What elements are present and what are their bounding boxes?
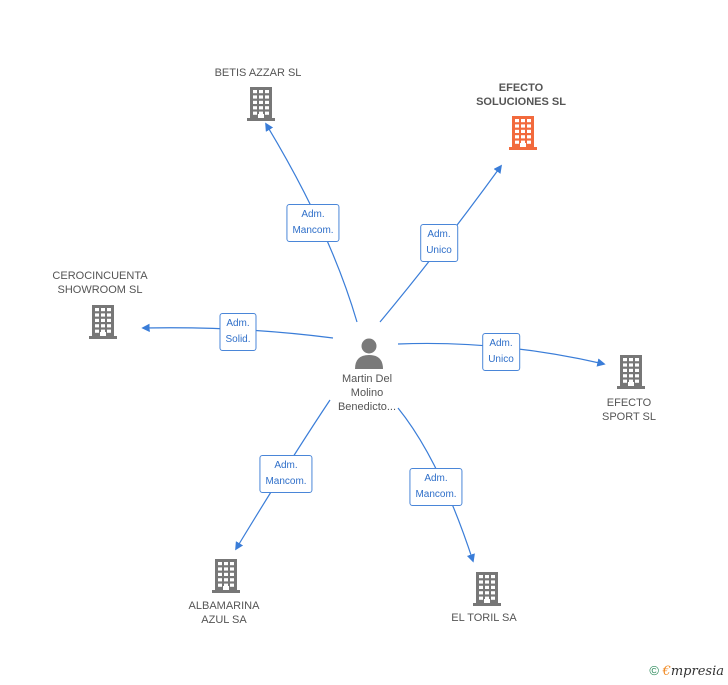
relation-label-line: Adm. <box>424 473 448 484</box>
company-name-line: EL TORIL SA <box>451 612 517 624</box>
relation-label-line: Mancom. <box>415 489 457 500</box>
relation-label-line: Unico <box>488 354 514 365</box>
person-name-line: Martin Del <box>341 373 393 385</box>
company-name-cerocincuenta[interactable]: CEROCINCUENTA SHOWROOM SL <box>52 269 147 297</box>
relation-label-line: Adm. <box>226 318 250 329</box>
company-name-line: SOLUCIONES SL <box>476 96 566 108</box>
company-name-line: ALBAMARINA <box>188 600 260 612</box>
company-name-line: AZUL SA <box>201 614 247 626</box>
company-name-line: CEROCINCUENTA <box>52 270 148 282</box>
relation-label-efecto_sport[interactable]: Adm. Unico <box>482 333 520 371</box>
person-name-line: Molino <box>350 387 384 399</box>
relation-label-line: Mancom. <box>265 476 307 487</box>
company-name-albamarina[interactable]: ALBAMARINA AZUL SA <box>189 599 260 627</box>
relation-label-line: Adm. <box>301 209 325 220</box>
person-name-line: Benedicto... <box>337 401 397 413</box>
building-icon-efecto_soluciones[interactable] <box>509 116 537 150</box>
relation-label-line: Adm. <box>489 338 513 349</box>
relation-label-efecto_soluciones[interactable]: Adm. Unico <box>420 224 458 262</box>
empresia-logo: €mpresia <box>662 664 724 679</box>
company-name-efecto_soluciones[interactable]: EFECTO SOLUCIONES SL <box>476 81 566 109</box>
building-icon-el_toril[interactable] <box>473 572 501 606</box>
company-name-line: BETIS AZZAR SL <box>214 67 302 79</box>
building-icon-cerocincuenta[interactable] <box>89 305 117 339</box>
company-name-betis[interactable]: BETIS AZZAR SL <box>215 66 302 80</box>
company-name-line: EFECTO <box>498 82 544 94</box>
company-name-efecto_sport[interactable]: EFECTO SPORT SL <box>602 396 656 424</box>
relation-label-line: Adm. <box>274 460 298 471</box>
relation-label-line: Mancom. <box>292 225 334 236</box>
relation-label-albamarina[interactable]: Adm. Mancom. <box>259 455 313 493</box>
copyright-symbol: © <box>649 663 659 678</box>
relation-label-line: Adm. <box>427 229 451 240</box>
company-name-line: SHOWROOM SL <box>57 284 143 296</box>
building-icon-betis[interactable] <box>247 87 275 121</box>
relation-label-cerocincuenta[interactable]: Adm. Solid. <box>219 313 257 351</box>
building-icon-albamarina[interactable] <box>212 559 240 593</box>
company-name-line: SPORT SL <box>601 411 657 423</box>
company-name-el_toril[interactable]: EL TORIL SA <box>451 611 516 625</box>
relation-label-line: Unico <box>426 245 452 256</box>
company-name-line: EFECTO <box>606 397 652 409</box>
relation-label-line: Solid. <box>225 334 251 345</box>
building-icon-efecto_sport[interactable] <box>617 355 645 389</box>
person-icon[interactable] <box>354 337 384 369</box>
footer-brand: © €mpresia <box>649 663 724 679</box>
relation-label-el_toril[interactable]: Adm. Mancom. <box>409 468 463 506</box>
relation-label-betis[interactable]: Adm. Mancom. <box>286 204 340 242</box>
